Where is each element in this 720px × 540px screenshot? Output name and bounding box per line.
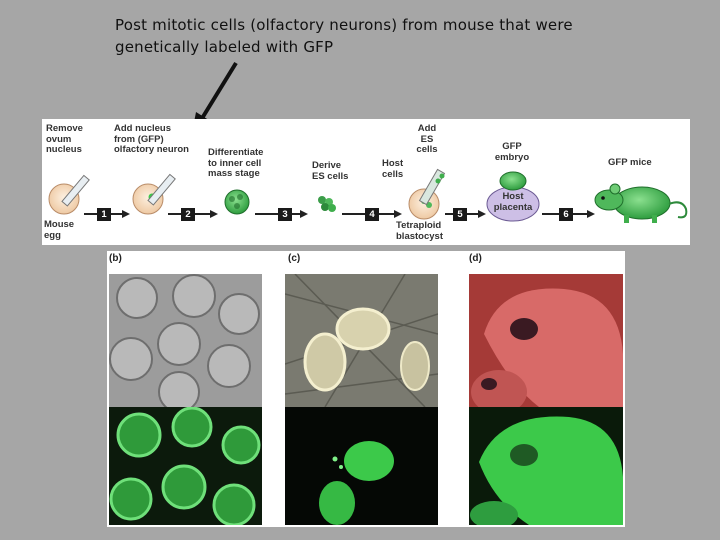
panel-label-d: (d) bbox=[469, 253, 482, 264]
diagram-graphics bbox=[48, 168, 688, 223]
photo-d-gfp bbox=[469, 407, 623, 525]
caption-line-1: Post mitotic cells (olfactory neurons) f… bbox=[115, 16, 573, 34]
photo-c-brightfield bbox=[285, 274, 438, 407]
label-gfp-mice: GFP mice bbox=[608, 157, 652, 168]
step-4: 4 bbox=[365, 208, 379, 221]
photo-c-gfp bbox=[285, 407, 438, 525]
panel-label-c: (c) bbox=[288, 253, 301, 264]
step-6: 6 bbox=[559, 208, 573, 221]
micrograph-panels: (b) (c) (d) bbox=[107, 251, 625, 527]
step-1: 1 bbox=[97, 208, 111, 221]
photo-b-gfp bbox=[109, 407, 262, 525]
panel-label-b: (b) bbox=[109, 253, 122, 264]
gfp-embryo-icon bbox=[499, 171, 527, 191]
es-cells-icon bbox=[318, 196, 336, 212]
photo-b-brightfield bbox=[109, 274, 262, 407]
step-3: 3 bbox=[278, 208, 292, 221]
step-2: 2 bbox=[181, 208, 195, 221]
inner-cell-mass-icon bbox=[224, 189, 250, 215]
caption-line-2: genetically labeled with GFP bbox=[115, 38, 334, 56]
slide-caption: Post mitotic cells (olfactory neurons) f… bbox=[115, 14, 585, 58]
gfp-mouse-icon bbox=[594, 183, 688, 223]
photo-d-brightfield bbox=[469, 274, 623, 407]
step-5: 5 bbox=[453, 208, 467, 221]
pipette-icon bbox=[61, 174, 90, 207]
